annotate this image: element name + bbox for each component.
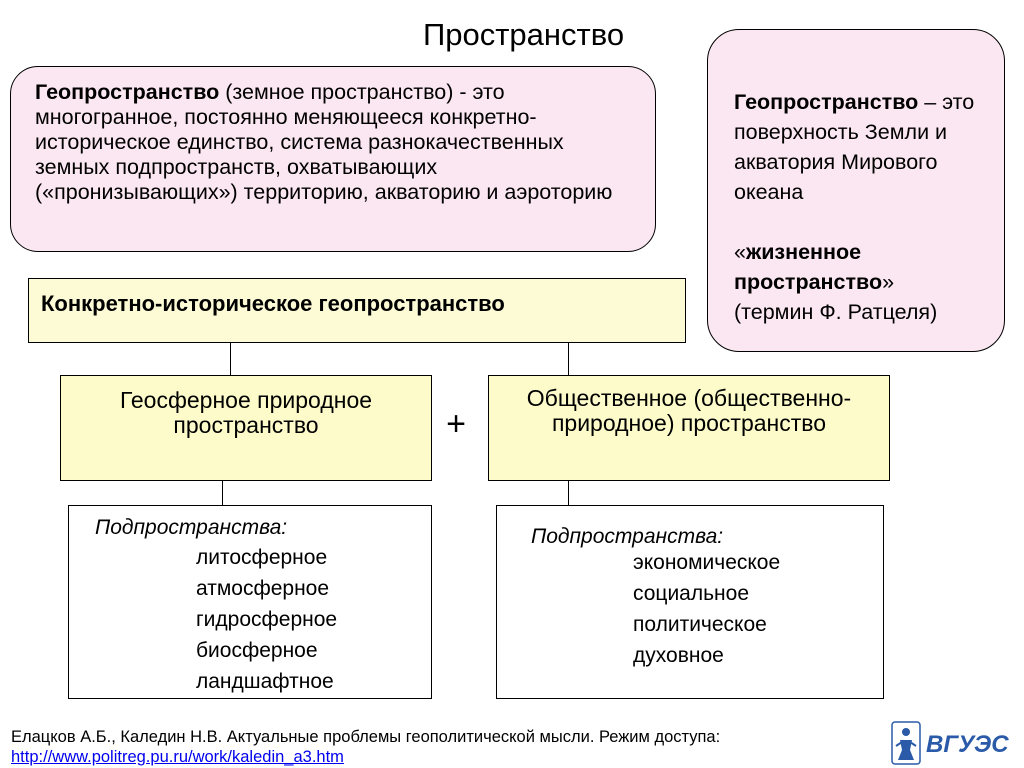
list-item: атмосферное [196, 577, 330, 600]
connector-line-right-top [568, 343, 569, 375]
connector-line-left-top [230, 343, 231, 375]
side-note-definition: Геопространство – это поверхность Земли … [734, 87, 988, 207]
social-subspaces-title: Подпространства: [531, 525, 724, 548]
logo-text: ВГУЭС [926, 731, 1009, 758]
definition-box: Геопространство (земное пространство) - … [10, 66, 656, 252]
natural-subspaces-box: Подпространства: литосферное атмосферное… [68, 505, 432, 699]
list-item: биосферное [196, 639, 318, 662]
side-note-term-rest: – это поверхность Земли и акватория Миро… [734, 90, 975, 204]
quote-open: « [734, 240, 746, 264]
list-item: духовное [633, 644, 724, 667]
social-space-box: Общественное (общественно-природное) про… [488, 375, 890, 481]
plus-sign: + [446, 405, 466, 443]
social-subspaces-list: экономическое социальное политическое ду… [633, 547, 780, 671]
list-item: политическое [633, 613, 767, 636]
definition-term: Геопространство [35, 80, 220, 104]
definition-text: (земное пространство) - это многогранное… [35, 80, 613, 204]
connector-line-left-bottom [222, 481, 223, 505]
side-note-quote: «жизненное пространство» [734, 237, 988, 297]
natural-space-box: Геосферное природное пространство [60, 375, 432, 481]
source-link[interactable]: http://www.politreg.pu.ru/work/kaledin_a… [11, 748, 344, 766]
natural-subspaces-title: Подпространства: [95, 516, 288, 539]
side-note-term: Геопространство [734, 90, 919, 114]
social-subspaces-box: Подпространства: экономическое социально… [496, 505, 884, 699]
source-citation: Елацков А.Б., Каледин Н.В. Актуальные пр… [11, 727, 720, 767]
quote-term: жизненное пространство [734, 240, 883, 294]
list-item: социальное [633, 582, 750, 605]
slide-title: Пространство [422, 17, 625, 52]
quote-close: » [882, 270, 895, 294]
connector-line-right-bottom [568, 481, 569, 505]
quote-source: (термин Ф. Ратцеля) [734, 300, 938, 324]
university-logo-icon: ВГУЭС [891, 721, 1009, 765]
list-item: гидросферное [196, 608, 338, 631]
concrete-historical-box: Конкретно-историческое геопространство [28, 278, 686, 343]
list-item: литосферное [196, 546, 328, 569]
source-text: Елацков А.Б., Каледин Н.В. Актуальные пр… [11, 728, 721, 746]
natural-subspaces-list: литосферное атмосферное гидросферное био… [196, 542, 337, 697]
side-note-box: Геопространство – это поверхность Земли … [707, 29, 1005, 352]
list-item: ландшафтное [196, 670, 334, 693]
list-item: экономическое [633, 551, 781, 574]
